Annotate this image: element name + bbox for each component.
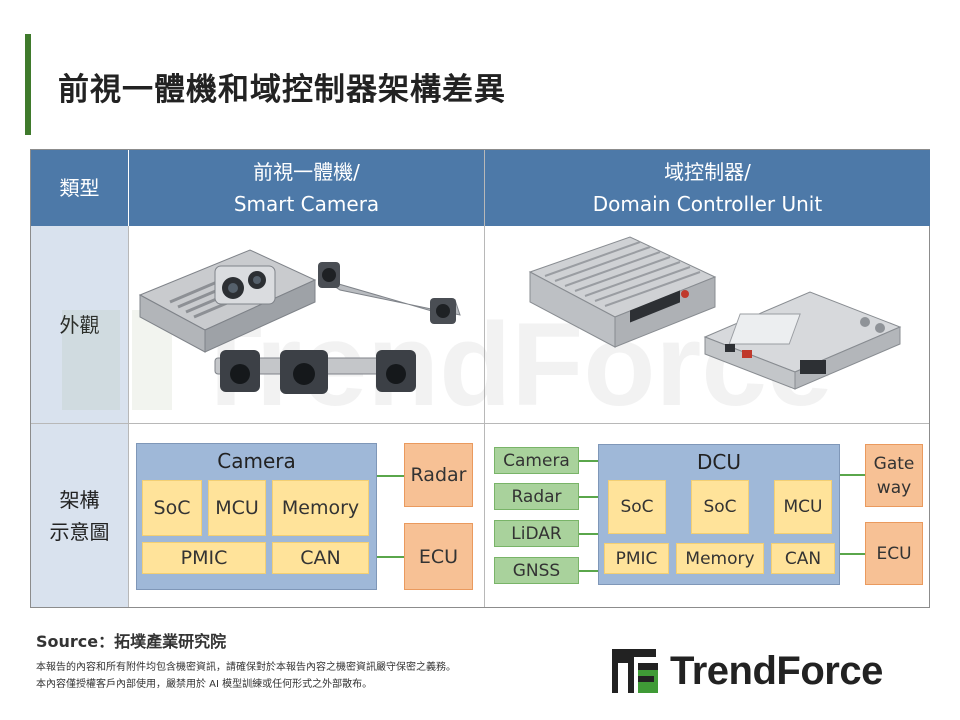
connector-line xyxy=(579,570,598,572)
row-label-architecture-line1: 架構 xyxy=(59,487,100,512)
chip-block: Memory xyxy=(272,480,369,536)
table-divider xyxy=(128,226,129,607)
dcu-illustration xyxy=(528,236,902,390)
source-citation: Source：拓墣產業研究院 xyxy=(36,632,227,651)
header-type-label: 類型 xyxy=(59,176,100,200)
connector-line xyxy=(377,556,404,558)
chip-block: PMIC xyxy=(604,543,669,574)
row-label-architecture: 架構 示意圖 xyxy=(31,424,128,607)
trendforce-logo-icon xyxy=(612,649,658,693)
row-label-architecture-line2: 示意圖 xyxy=(49,519,110,544)
connector-line xyxy=(579,460,598,462)
input-block-gnss: GNSS xyxy=(494,557,579,584)
chip-block: MCU xyxy=(774,480,832,534)
comparison-table: 類型 前視一體機/ Smart Camera 域控制器/ Domain Cont… xyxy=(30,149,930,608)
smart-camera-illustration xyxy=(138,249,461,394)
connector-line xyxy=(377,475,404,477)
trendforce-logo-text: TrendForce xyxy=(670,648,883,693)
page-title: 前視一體機和域控制器架構差異 xyxy=(58,72,506,108)
header-type: 類型 xyxy=(31,150,128,226)
title-accent-bar xyxy=(25,34,31,135)
chip-block: CAN xyxy=(771,543,835,574)
camera-group-title: Camera xyxy=(217,449,296,473)
header-dcu: 域控制器/ Domain Controller Unit xyxy=(485,150,930,226)
header-smart-camera: 前視一體機/ Smart Camera xyxy=(129,150,484,226)
chip-block: SoC xyxy=(691,480,749,534)
row-label-appearance-text: 外觀 xyxy=(59,312,100,337)
license-note: 本內容僅授權客戶內部使用，嚴禁用於 AI 模型訓練或任何形式之外部散布。 xyxy=(36,679,373,690)
trendforce-logo: TrendForce xyxy=(612,646,932,696)
row-label-appearance: 外觀 xyxy=(31,226,128,423)
dcu-group-title: DCU xyxy=(696,450,741,474)
chip-block: MCU xyxy=(208,480,266,536)
output-block-radar: Radar xyxy=(404,443,473,507)
table-divider xyxy=(31,423,929,424)
connector-line xyxy=(579,533,598,535)
header-dcu-line1: 域控制器/ xyxy=(664,160,751,184)
chip-block: Memory xyxy=(676,543,764,574)
header-smart-camera-line1: 前視一體機/ xyxy=(253,160,360,184)
chip-block: SoC xyxy=(142,480,202,536)
header-dcu-line2: Domain Controller Unit xyxy=(592,192,823,216)
table-divider xyxy=(484,150,485,607)
input-block-camera: Camera xyxy=(494,447,579,474)
output-block-ecu: ECU xyxy=(404,523,473,590)
chip-block: SoC xyxy=(608,480,666,534)
connector-line xyxy=(840,474,865,476)
chip-block: CAN xyxy=(272,542,369,574)
output-block-gateway: Gate way xyxy=(865,444,923,507)
confidential-note: 本報告的內容和所有附件均包含機密資訊，請確保對於本報告內容之機密資訊嚴守保密之義… xyxy=(36,662,456,673)
output-block-ecu: ECU xyxy=(865,522,923,585)
chip-block: PMIC xyxy=(142,542,266,574)
input-block-lidar: LiDAR xyxy=(494,520,579,547)
connector-line xyxy=(579,496,598,498)
header-smart-camera-line2: Smart Camera xyxy=(233,192,380,216)
input-block-radar: Radar xyxy=(494,483,579,510)
connector-line xyxy=(840,553,865,555)
